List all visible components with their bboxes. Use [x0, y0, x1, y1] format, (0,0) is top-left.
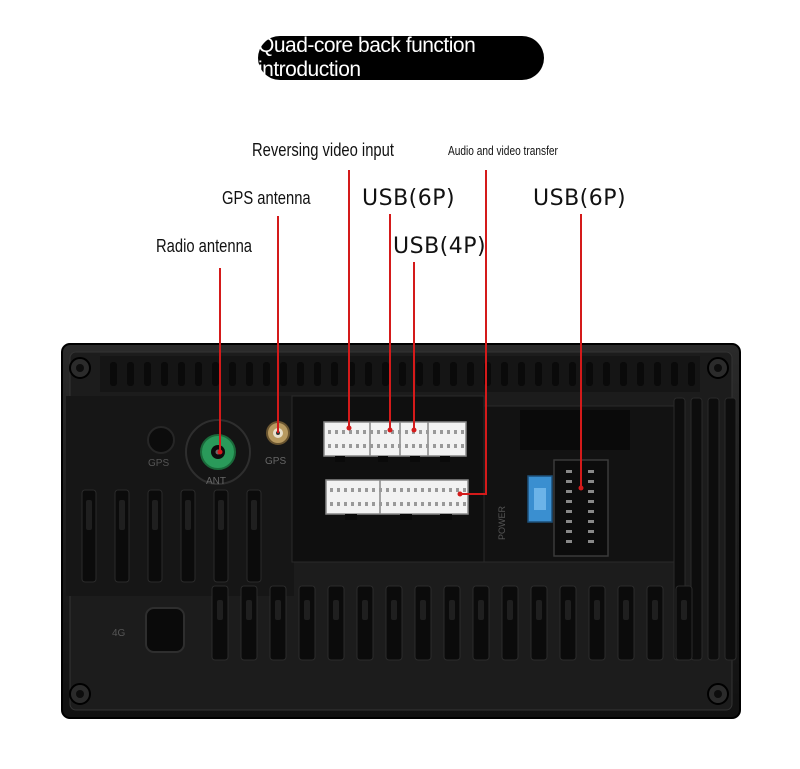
- power-mark: POWER: [497, 505, 507, 540]
- ant-mark: ANT: [206, 476, 226, 487]
- screw-bottom-right: [707, 683, 729, 705]
- connector-block-top: [323, 421, 467, 457]
- bottom-fins: [211, 585, 693, 661]
- label-reversing-video-input: Reversing video input: [252, 140, 394, 160]
- screw-top-right: [707, 357, 729, 379]
- gps-hole-left: [147, 426, 175, 454]
- screw-bottom-left: [69, 683, 91, 705]
- title-banner: Quad-core back function introduction: [258, 34, 544, 81]
- 4g-port: [145, 607, 185, 653]
- connector-recess: [291, 395, 485, 563]
- screw-top-left: [69, 357, 91, 379]
- label-audio-video-transfer: Audio and video transfer: [448, 143, 558, 158]
- label-radio-antenna: Radio antenna: [156, 236, 253, 256]
- top-vents: [110, 362, 695, 386]
- right-ribs: [673, 397, 737, 661]
- gps-mark-left: GPS: [148, 458, 169, 469]
- page-title: Quad-core back function introduction: [258, 34, 476, 81]
- label-gps-antenna: GPS antenna: [222, 188, 311, 208]
- 4g-mark: 4G: [112, 628, 126, 639]
- gps-mark-right: GPS: [265, 456, 286, 467]
- label-usb-6p-left: USB(6P): [362, 186, 456, 211]
- connector-row-top: [323, 421, 467, 462]
- connector-block-bottom: [325, 479, 469, 515]
- label-usb-4p: USB(4P): [393, 234, 487, 259]
- callout-lines: [219, 170, 582, 495]
- right-recess-top: [520, 410, 630, 450]
- callout-dots: [217, 425, 584, 497]
- callout-line-audio-video: [460, 170, 487, 495]
- label-usb-6p-right: USB(6P): [533, 186, 627, 211]
- left-fins: [81, 489, 262, 583]
- connector-row-bottom: [325, 479, 469, 520]
